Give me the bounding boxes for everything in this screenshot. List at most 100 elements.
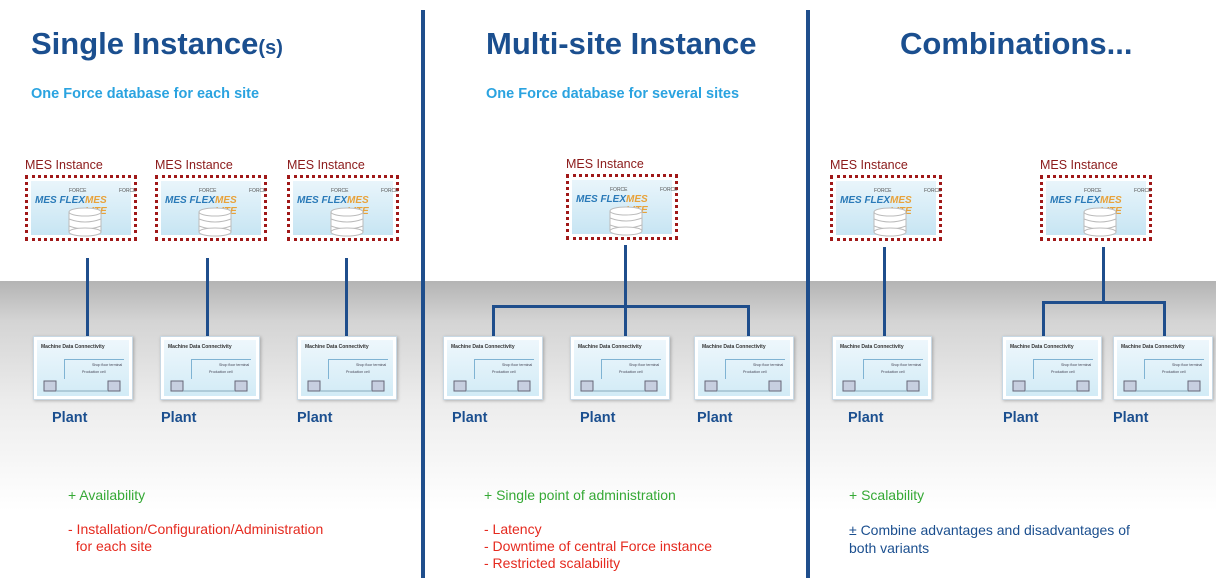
connector-line: [1163, 301, 1166, 337]
plant-card-title: Machine Data Connectivity: [840, 344, 904, 350]
machine-icon: [307, 380, 385, 392]
plant-label: Plant: [1113, 410, 1149, 426]
plant-card-title: Machine Data Connectivity: [1121, 344, 1185, 350]
plant-card-sub2: Production cell: [492, 370, 516, 374]
brand-force-tag: FORCE: [249, 188, 267, 194]
plant-label: Plant: [452, 410, 488, 426]
brand-force-tag: FORCE: [381, 188, 399, 194]
plant-card-sub1: Shop floor terminal: [92, 363, 123, 367]
con-installation: - Installation/Configuration/Administrat…: [68, 521, 324, 537]
plant-card-title: Machine Data Connectivity: [578, 344, 642, 350]
brand-mes-flex: MES FLEX: [35, 195, 86, 206]
machine-icon: [170, 380, 248, 392]
title-suffix: (s): [258, 37, 283, 59]
plant-card-sub1: Shop floor terminal: [753, 363, 784, 367]
title-single-instance: Single Instance(s): [31, 26, 283, 62]
connector-line: [883, 247, 886, 337]
brand-force-tag: FORCE: [331, 188, 349, 194]
brand-force-tag: FORCE: [1084, 188, 1102, 194]
pro-scalability: + Scalability: [849, 487, 925, 503]
brand-force-tag: FORCE: [660, 187, 678, 193]
database-icon: [873, 207, 907, 237]
plant-card-sub1: Shop floor terminal: [629, 363, 660, 367]
machine-icon: [1123, 380, 1201, 392]
plant-card-sub1: Shop floor terminal: [219, 363, 250, 367]
subtitle-single-instance: One Force database for each site: [31, 86, 260, 102]
plant-card-title: Machine Data Connectivity: [305, 344, 369, 350]
plant-label: Plant: [697, 410, 733, 426]
plant-card-sub1: Shop floor terminal: [502, 363, 533, 367]
machine-icon: [580, 380, 658, 392]
plant-card-sub1: Shop floor terminal: [1061, 363, 1092, 367]
brand-force-tag: FORCE: [69, 188, 87, 194]
machine-icon: [842, 380, 920, 392]
brand-mes-flex: MES FLEX: [1050, 195, 1101, 206]
plant-card-sub1: Shop floor terminal: [356, 363, 387, 367]
connector-line: [624, 245, 627, 307]
title-combinations: Combinations...: [900, 26, 1133, 61]
plant-card-sub2: Production cell: [881, 370, 905, 374]
brand-force-tag: FORCE: [1134, 188, 1152, 194]
brand-mes-flex: MES FLEX: [576, 194, 627, 205]
plant-label: Plant: [848, 410, 884, 426]
plant-label: Plant: [52, 410, 88, 426]
connector-line: [206, 258, 209, 338]
connector-line: [86, 258, 89, 338]
database-icon: [1083, 207, 1117, 237]
plant-card-sub2: Production cell: [82, 370, 106, 374]
connector-line: [1102, 247, 1105, 303]
con-latency: - Latency: [484, 521, 542, 537]
brand-force-tag: FORCE: [610, 187, 628, 193]
machine-icon: [1012, 380, 1090, 392]
plant-label: Plant: [297, 410, 333, 426]
connector-line: [345, 258, 348, 338]
title-text: Single Instance: [31, 26, 259, 61]
connector-line: [492, 305, 750, 308]
plant-card-title: Machine Data Connectivity: [1010, 344, 1074, 350]
plant-card-sub2: Production cell: [346, 370, 370, 374]
neutral-combine: ± Combine advantages and disadvantages o…: [849, 522, 1130, 556]
title-multi-site-instance: Multi-site Instance: [486, 26, 757, 61]
brand-mes-flex: MES FLEX: [165, 195, 216, 206]
mes-instance-label: MES Instance: [287, 158, 365, 172]
database-icon: [198, 207, 232, 237]
con-restricted-scalability: - Restricted scalability: [484, 555, 621, 571]
plant-card-title: Machine Data Connectivity: [451, 344, 515, 350]
brand-force-tag: FORCE: [199, 188, 217, 194]
mes-instance-label: MES Instance: [830, 158, 908, 172]
con-installation-cont: for each site: [68, 538, 153, 554]
mes-instance-label: MES Instance: [566, 157, 644, 171]
plant-card-sub2: Production cell: [209, 370, 233, 374]
database-icon: [68, 207, 102, 237]
plant-card-sub2: Production cell: [743, 370, 767, 374]
plant-card-title: Machine Data Connectivity: [168, 344, 232, 350]
connector-line: [747, 305, 750, 337]
mes-instance-label: MES Instance: [1040, 158, 1118, 172]
plant-label: Plant: [580, 410, 616, 426]
section-divider-1: [421, 10, 425, 578]
plant-card-sub1: Shop floor terminal: [1172, 363, 1203, 367]
machine-icon: [453, 380, 531, 392]
plant-label: Plant: [161, 410, 197, 426]
database-icon: [609, 206, 643, 236]
mes-instance-label: MES Instance: [155, 158, 233, 172]
section-divider-2: [806, 10, 810, 578]
connector-line: [1042, 301, 1166, 304]
brand-mes-flex: MES FLEX: [297, 195, 348, 206]
brand-force-tag: FORCE: [924, 188, 942, 194]
machine-icon: [43, 380, 121, 392]
